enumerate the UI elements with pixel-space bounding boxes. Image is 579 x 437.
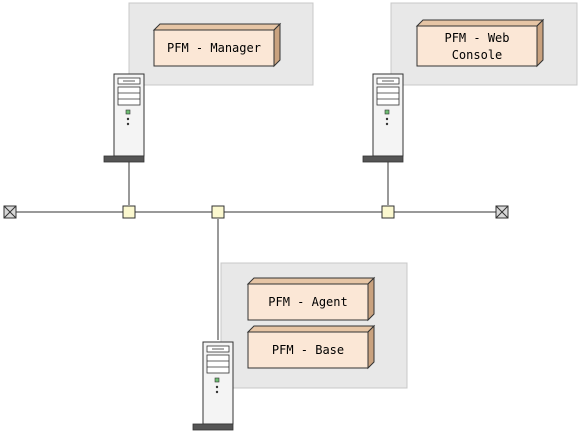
pfm-agent-label: PFM - Agent [268, 295, 347, 309]
pfm-web-console-box: PFM - Web Console [415, 18, 545, 68]
server-tower-icon [192, 341, 234, 431]
pfm-manager-label: PFM - Manager [167, 41, 261, 55]
pfm-web-console-label-line1: PFM - Web [444, 31, 509, 45]
network-terminator-icon [3, 205, 17, 219]
pfm-web-console-label-line2: Console [452, 48, 503, 62]
pfm-base-label: PFM - Base [272, 343, 344, 357]
network-junction-node [211, 205, 225, 219]
server-tower-icon [362, 73, 404, 163]
network-junction-node [381, 205, 395, 219]
network-lines [15, 162, 497, 340]
pfm-agent-box: PFM - Agent [246, 276, 376, 322]
pfm-manager-box: PFM - Manager [152, 22, 282, 68]
server-tower-icon [103, 73, 145, 163]
pfm-base-box: PFM - Base [246, 324, 376, 370]
network-terminator-icon [495, 205, 509, 219]
network-junction-node [122, 205, 136, 219]
